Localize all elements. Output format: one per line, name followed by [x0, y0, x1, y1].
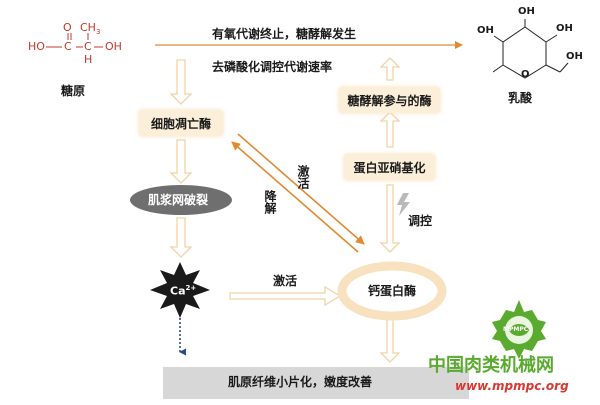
lightning-bolt-icon: [397, 193, 410, 216]
formula-oh: OH: [105, 40, 122, 53]
result-bar: [163, 367, 469, 399]
formula-ho: HO: [28, 40, 45, 53]
arrow-degrade-diagonal: [237, 133, 365, 245]
arrow-down-to-sr: [169, 139, 193, 184]
arrow-down-to-result: [379, 314, 401, 363]
lactose-oh-right: OH: [556, 23, 573, 34]
formula-ch3-sub: 3: [95, 28, 101, 37]
nitrosylation-box: 蛋白亚硝基化: [344, 154, 435, 180]
apoptosis-enzyme-text: 细胞凋亡酶: [150, 116, 211, 131]
ring-sub-left: [493, 35, 504, 43]
calcium-label-main: Ca: [170, 284, 186, 298]
lactose-oh-top: OH: [518, 6, 535, 17]
formula-h: H: [84, 53, 93, 66]
sr-rupture-label: 肌浆网破裂: [148, 193, 209, 207]
ring-sub-ch3: [492, 64, 504, 73]
formula-o: O: [63, 21, 72, 34]
nitrosylation-text: 蛋白亚硝基化: [353, 160, 426, 175]
lactose-ring: [492, 19, 569, 79]
glycolysis-enzyme-text: 糖酵解参与的酶: [347, 93, 432, 108]
calcium-starburst: [150, 262, 210, 318]
glycogen-label: 糖原: [61, 84, 86, 98]
arrow-down-to-apoptosis: [169, 59, 193, 105]
calcium-label: Ca2+: [170, 285, 196, 297]
formula-c2: C: [84, 40, 92, 53]
apoptosis-enzyme-box: 细胞凋亡酶: [139, 110, 223, 136]
arrow-up-to-glycolysis-enzyme: [379, 111, 401, 148]
block-arrows: [169, 57, 401, 363]
formula-ch3: CH3: [80, 22, 100, 36]
lactose-ring-o: O: [521, 69, 530, 80]
top-line-1: 有氧代谢终止，糖酵解发生: [212, 27, 357, 41]
arrow-down-to-calcium: [169, 217, 193, 258]
lactic-acid-label: 乳酸: [508, 91, 533, 105]
glycolysis-enzyme-box: 糖酵解参与的酶: [339, 87, 440, 113]
ring-sub-ch2: [545, 64, 561, 73]
ring-sub-ch2oh: [559, 62, 569, 73]
calcium-label-sup: 2+: [185, 284, 197, 292]
arrow-up-to-top: [379, 57, 401, 81]
watermark-chinese: 中国肉类机械网: [428, 355, 554, 376]
activate-diagonal-label: 激活: [296, 165, 310, 189]
arrow-calcium-to-calpain: [229, 285, 342, 307]
activate-horizontal-label: 激活: [273, 274, 298, 288]
lactose-oh-ch2: OH: [566, 51, 583, 62]
arrow-activate-diagonal: [231, 141, 359, 253]
glycogen-formula-bonds: [46, 33, 103, 48]
top-line-2: 去磷酸化调控代谢速率: [212, 60, 333, 74]
watermark-logo-text: MPMPC: [503, 326, 529, 333]
lactose-oh-left: OH: [477, 25, 494, 36]
ring-sub-right: [545, 34, 558, 43]
watermark-logo-icon: [492, 300, 546, 359]
formula-ch3-main: CH: [80, 21, 96, 34]
calpain-label: 钙蛋白酶: [368, 284, 417, 298]
regulate-label: 调控: [408, 214, 433, 228]
sr-rupture-ellipse: [130, 185, 232, 215]
degrade-diagonal-label: 降解: [263, 190, 277, 214]
result-label: 肌原纤维小片化，嫩度改善: [228, 375, 373, 389]
formula-c1: C: [64, 40, 72, 53]
arrow-down-to-calpain: [379, 184, 401, 253]
calpain-ring: [337, 261, 447, 321]
watermark-url: www.mpmpc.org: [455, 379, 569, 393]
